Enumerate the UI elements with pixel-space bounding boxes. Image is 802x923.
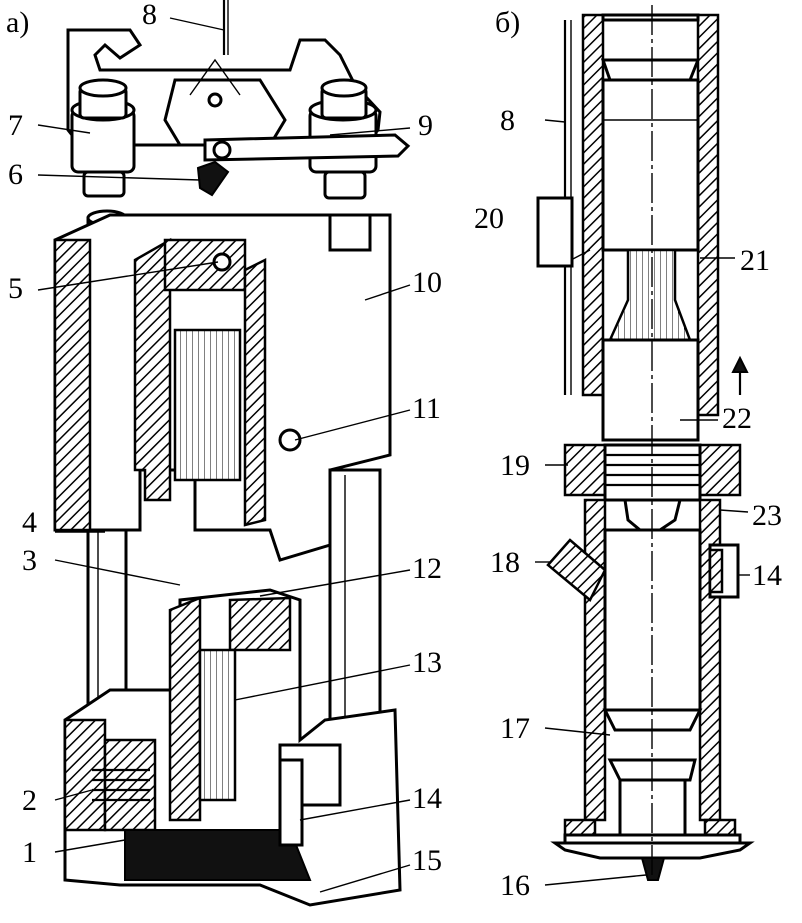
label-a-4: 4	[22, 506, 37, 539]
label-a-6: 6	[8, 158, 23, 191]
label-b-20: 20	[474, 202, 504, 235]
lower-housing	[63, 588, 402, 907]
label-a-3: 3	[22, 544, 37, 577]
label-b-22: 22	[722, 402, 752, 435]
right-column	[328, 468, 382, 732]
up-arrow-icon	[731, 355, 749, 395]
label-a-10: 10	[412, 266, 442, 299]
label-b-21: 21	[740, 244, 770, 277]
label-a-1: 1	[22, 836, 37, 869]
label-a-7: 7	[8, 109, 23, 142]
top-yoke	[66, 0, 411, 200]
label-a-9: 9	[418, 109, 433, 142]
label-b-16: 16	[500, 869, 530, 902]
label-a-15: 15	[412, 844, 442, 877]
label-a-12: 12	[412, 552, 442, 585]
panel-b-label: б)	[495, 6, 520, 39]
label-b-8: 8	[500, 104, 515, 137]
label-b-18: 18	[490, 546, 520, 579]
panel-b: б) 8 20 21 22 19 23 18 14 17 16	[474, 5, 782, 902]
label-a-11: 11	[412, 392, 441, 425]
upper-housing	[53, 213, 392, 562]
label-a-8: 8	[142, 0, 157, 31]
label-b-23: 23	[752, 499, 782, 532]
leaders-a	[37, 17, 411, 893]
panel-a: а) 8 7 9 6 5 10 11 4 3 12 13 2 14 1 15	[6, 0, 442, 907]
label-b-14: 14	[752, 559, 782, 592]
label-a-14: 14	[412, 782, 442, 815]
panel-a-label: а)	[6, 6, 29, 39]
label-a-2: 2	[22, 784, 37, 817]
label-a-13: 13	[412, 646, 442, 679]
label-b-17: 17	[500, 712, 530, 745]
label-a-5: 5	[8, 272, 23, 305]
label-b-19: 19	[500, 449, 530, 482]
